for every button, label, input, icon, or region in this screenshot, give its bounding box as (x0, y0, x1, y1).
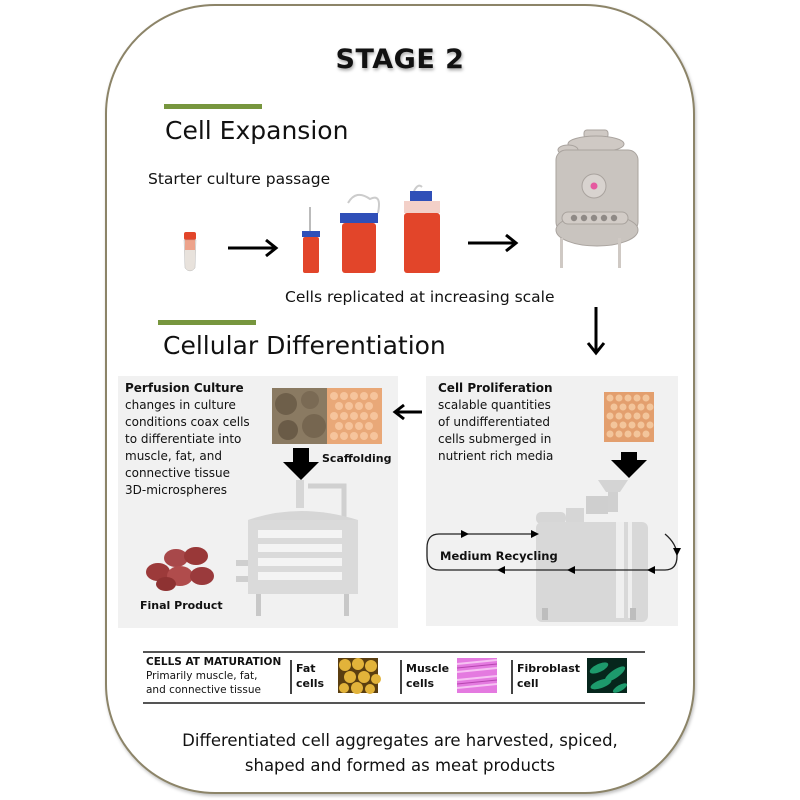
maturation-bottom-rule (143, 702, 645, 704)
scale-label: Cells replicated at increasing scale (285, 288, 555, 306)
stage-title: STAGE 2 (335, 44, 465, 75)
medium-recycling-loop-icon (426, 530, 681, 574)
proliferation-line: of undifferentiated (438, 415, 550, 429)
section-rule-differentiation (158, 320, 256, 325)
fat-cells-image (338, 658, 381, 694)
fat-cells-label: Fat cells (296, 661, 324, 691)
perfusion-line: 3D-microspheres (125, 483, 227, 497)
proliferation-line: scalable quantities (438, 398, 551, 412)
arrow-right-icon (228, 238, 279, 258)
perfusion-line: conditions coax cells (125, 415, 250, 429)
fibroblast-line2: cell (517, 677, 539, 690)
bioreactor-tank-icon (555, 129, 639, 268)
muscle-cells-line2: cells (406, 677, 435, 690)
arrow-left-icon (392, 403, 422, 421)
muscle-cells-image (456, 658, 498, 693)
divider (400, 660, 402, 694)
perfusion-title: Perfusion Culture (125, 381, 244, 395)
perfusion-text: Perfusion Culture changes in culture con… (125, 380, 250, 499)
culture-tube-icon (183, 232, 197, 272)
footer-line2: shaped and formed as meat products (244, 756, 556, 775)
muscle-cells-line1: Muscle (406, 662, 450, 675)
proliferation-line: cells submerged in (438, 432, 552, 446)
maturation-top-rule (143, 651, 645, 653)
final-product-image (146, 547, 214, 591)
arrow-down-icon (586, 307, 606, 356)
heading-cellular-differentiation: Cellular Differentiation (163, 331, 446, 360)
maturation-subtitle: Primarily muscle, fat, (146, 670, 258, 682)
culture-bottles-icon (302, 184, 440, 273)
footer-line1: Differentiated cell aggregates are harve… (182, 731, 618, 750)
thick-arrow-down-icon (611, 452, 647, 478)
fibroblast-line1: Fibroblast (517, 662, 581, 675)
section-rule-expansion (164, 104, 262, 109)
proliferation-line: nutrient rich media (438, 449, 554, 463)
muscle-cells-label: Muscle cells (406, 661, 449, 691)
perfusion-vessel-icon (236, 480, 358, 616)
undifferentiated-cells-image (604, 392, 654, 442)
medium-recycling-label: Medium Recycling (440, 549, 558, 563)
fat-cells-line2: cells (296, 677, 325, 690)
fat-cells-line1: Fat (296, 662, 316, 675)
heading-cell-expansion: Cell Expansion (165, 116, 349, 145)
proliferation-text: Cell Proliferation scalable quantities o… (438, 380, 553, 465)
perfusion-line: connective tissue (125, 466, 230, 480)
perfusion-line: changes in culture (125, 398, 236, 412)
footer-caption: Differentiated cell aggregates are harve… (0, 728, 800, 778)
arrow-right-icon (468, 233, 519, 253)
scaffold-microspheres-image (272, 388, 382, 444)
scaffolding-label: Scaffolding (322, 452, 392, 465)
proliferation-title: Cell Proliferation (438, 381, 553, 395)
starter-culture-label: Starter culture passage (148, 170, 331, 188)
thick-arrow-down-icon (283, 448, 319, 480)
fibroblast-cell-label: Fibroblast cell (517, 661, 580, 691)
maturation-summary: CELLS AT MATURATION Primarily muscle, fa… (146, 655, 281, 697)
maturation-subtitle: and connective tissue (146, 684, 261, 696)
perfusion-line: muscle, fat, and (125, 449, 222, 463)
maturation-title: CELLS AT MATURATION (146, 656, 282, 668)
divider (290, 660, 292, 694)
divider (511, 660, 513, 694)
final-product-label: Final Product (140, 599, 223, 612)
perfusion-line: to differentiate into (125, 432, 242, 446)
fibroblast-cell-image (587, 658, 628, 693)
